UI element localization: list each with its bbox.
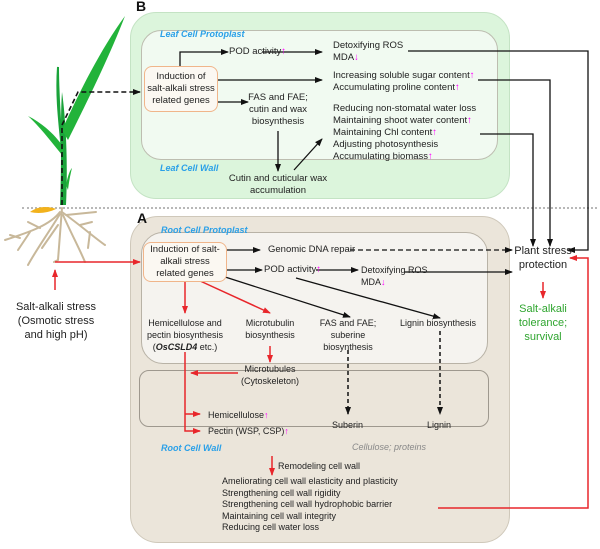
leaf-wall-label: Leaf Cell Wall [160,163,219,173]
root-dna-repair: Genomic DNA repair [268,244,356,255]
root-effects-list: Ameliorating cell wall elasticity and pl… [222,476,398,533]
root-remodeling: Remodeling cell wall [278,461,361,471]
root-suberin: Suberin [332,420,364,430]
leaf-pod-activity: POD activity↑ [229,46,287,57]
root-protoplast-label: Root Cell Protoplast [161,225,248,235]
ground-divider [22,207,597,209]
root-pectin: Pectin (WSP, CSP)↑ [208,426,289,436]
plant-roots [4,207,106,266]
leaf-protoplast-label: Leaf Cell Protoplast [160,29,245,39]
leaf-genes-line: Induction of [156,71,206,82]
root-genes-line: alkali stress [160,256,210,267]
plant-shoot [28,16,125,213]
root-microtubules: Microtubules(Cytoskeleton) [240,364,300,386]
root-pod-activity: POD activity↑ [264,264,322,275]
root-hemicellulose: Hemicellulose↑ [208,410,269,420]
root-genes-line: Induction of salt- [150,244,220,255]
panel-b-letter: B [136,0,147,14]
leaf-water-effects: Reducing non-stomatal water loss Maintai… [333,103,477,162]
panel-a-letter: A [137,210,148,226]
root-lignin-biosynthesis: Lignin biosynthesis [400,318,477,328]
root-cellulose: Cellulose; proteins [352,442,427,452]
leaf-genes-line: salt-alkali stress [147,83,215,94]
root-genes-line: related genes [156,268,214,279]
root-wall-label: Root Cell Wall [161,443,222,453]
root-lignin: Lignin [427,420,452,430]
leaf-genes-line: related genes [152,95,210,106]
leaf-genes-box: Induction of salt-alkali stress related … [144,66,218,112]
root-wall-panel [139,370,489,427]
root-genes-box: Induction of salt- alkali stress related… [143,242,227,282]
leaf-sugar: Increasing soluble sugar content↑Accumul… [333,70,475,93]
